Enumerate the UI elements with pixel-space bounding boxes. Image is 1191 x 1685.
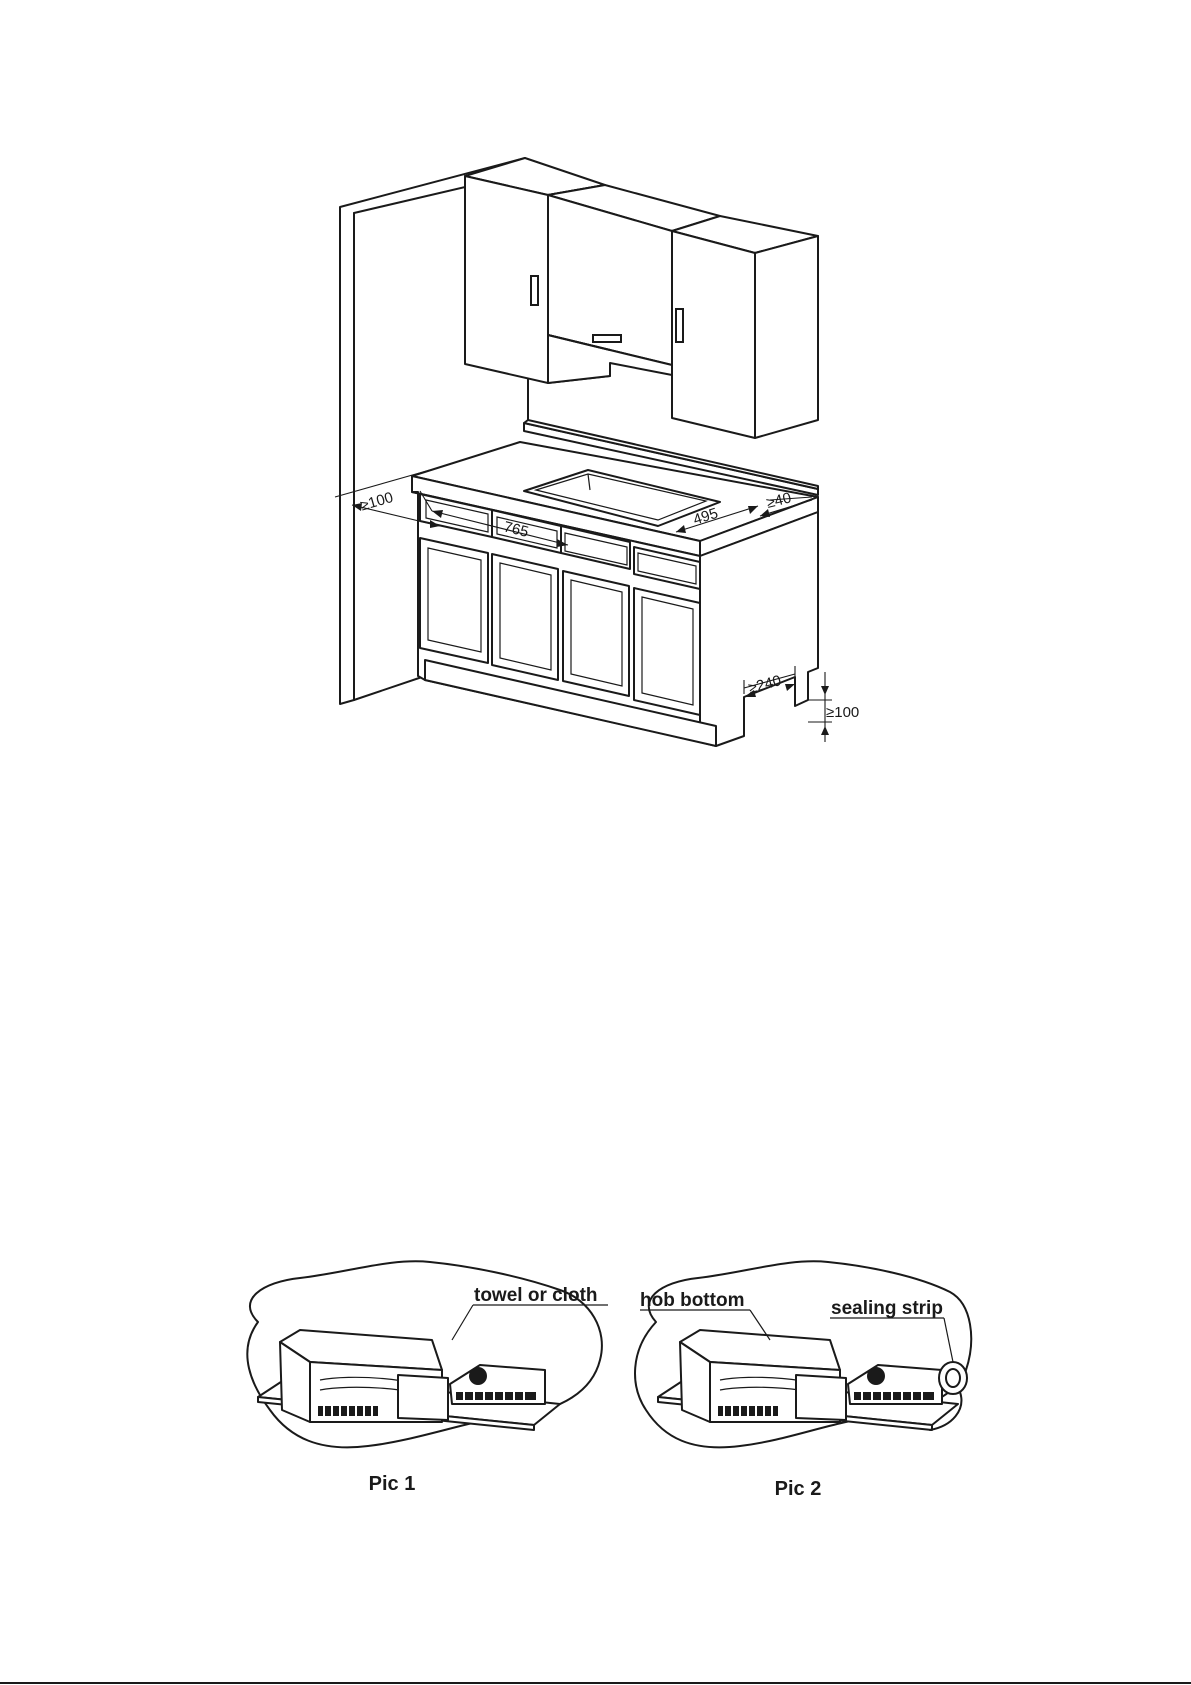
upper-cabinet-right [672,216,818,438]
pic2-callout-sealing-strip: sealing strip [831,1298,943,1319]
pic2-caption: Pic 2 [775,1478,822,1500]
vent-grille-icon [854,1392,934,1400]
cabinet-handle-icon [676,309,683,342]
vent-grille-icon [318,1406,378,1416]
kitchen-installation-diagram: ≥100 765 495 ≥40 ≥240 ≥100 [335,158,859,746]
vent-grille-icon [456,1392,536,1400]
hood-handle-icon [593,335,621,342]
fan-icon [469,1367,487,1385]
vent-grille-icon [718,1406,778,1416]
dim-vent-height: ≥100 [826,704,859,721]
pic1-caption: Pic 1 [369,1473,416,1495]
pic1-callout-towel: towel or cloth [474,1285,598,1306]
fan-icon [867,1367,885,1385]
cabinet-handle-icon [531,276,538,305]
pic2-callout-hob-bottom: hob bottom [640,1290,744,1311]
